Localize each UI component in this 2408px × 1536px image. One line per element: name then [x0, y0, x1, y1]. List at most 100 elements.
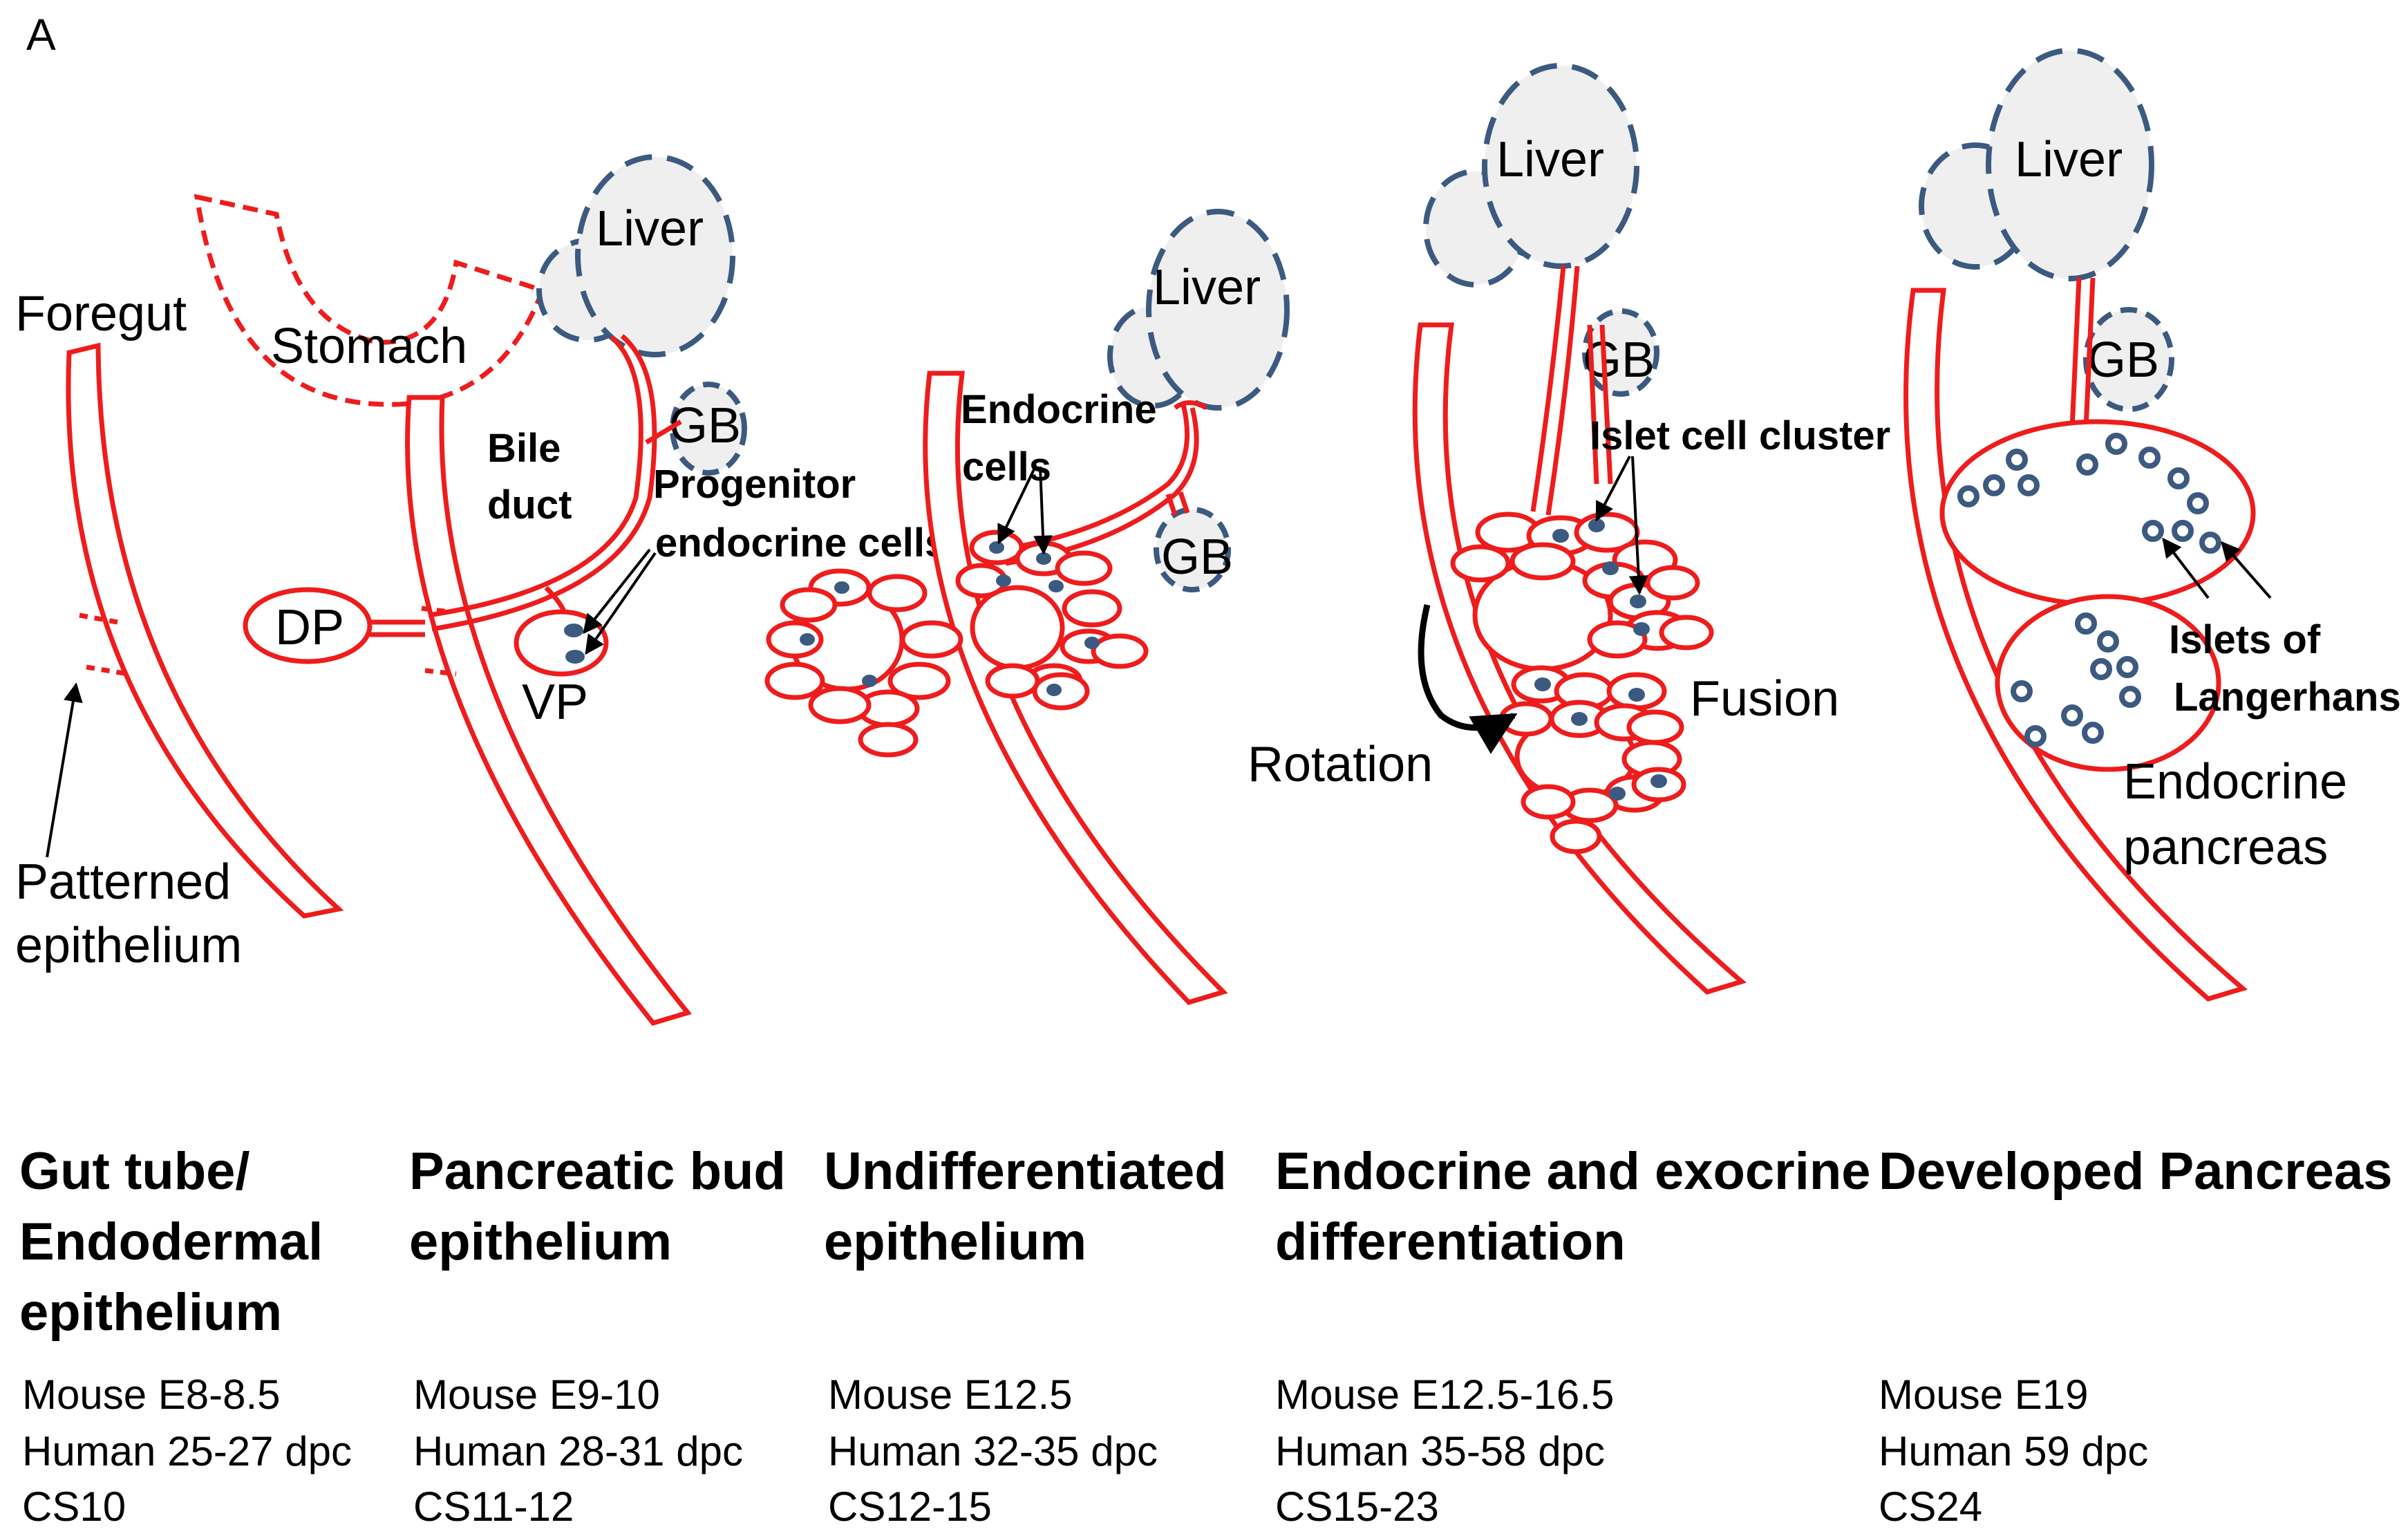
progenitor-label-line2: endocrine cells: [655, 521, 947, 565]
stage-title-line: Endodermal: [19, 1212, 323, 1271]
bile-duct-gb-branch: [645, 419, 682, 445]
liver-label: Liver: [2015, 132, 2123, 187]
stage-title-line: Gut tube/: [19, 1142, 250, 1201]
stage-info-human: Human 32-35 dpc: [828, 1428, 1158, 1474]
gallbladder: [2083, 307, 2174, 412]
stage-5-developed-pancreas-diagram: Liver GB: [1903, 48, 2401, 1002]
stage-title-line: Developed Pancreas: [1879, 1142, 2393, 1201]
dp-stalk: [370, 619, 425, 637]
endocrine-pancreas-body: [1939, 419, 2256, 607]
gb-label: GB: [1161, 530, 1233, 585]
liver-stalk-knot: [1173, 400, 1207, 411]
stomach-outline: [194, 194, 546, 407]
progenitor-cell: [565, 650, 585, 664]
gallbladder: [1154, 507, 1231, 592]
stage-title-line: Undifferentiated: [824, 1142, 1227, 1201]
liver-label: Liver: [1496, 132, 1604, 187]
patterned-label-line2: epithelium: [15, 918, 242, 973]
patterned-label-line1: Patterned: [15, 854, 231, 910]
stage-info-mouse: Mouse E12.5: [828, 1371, 1073, 1418]
stage-3-undifferentiated-diagram: Liver GB: [764, 209, 1290, 1005]
stage-info-human: Human 25-27 dpc: [22, 1428, 352, 1474]
stage-info-cs: CS15-23: [1275, 1483, 1439, 1530]
dorsal-bud-cluster: [764, 568, 963, 758]
gb-label: GB: [669, 398, 741, 453]
fusion-label: Fusion: [1690, 671, 1839, 727]
bile-duct: [431, 334, 657, 632]
ventral-pancreas-cluster: [1498, 665, 1686, 854]
stage-info-human: Human 28-31 dpc: [413, 1428, 743, 1474]
progenitor-cell: [564, 624, 583, 637]
islet-cluster-arrow: [1628, 456, 1648, 595]
endocrine-cells-arrow: [997, 466, 1037, 545]
liver-label: Liver: [1153, 260, 1261, 315]
bile-duct: [2083, 277, 2096, 429]
patterned-region-mark: [79, 612, 118, 625]
stage-info-cs: CS24: [1879, 1483, 1982, 1530]
stage-caption-1: Gut tube/ Endodermal epithelium Mouse E8…: [19, 1142, 352, 1530]
progenitor-label-line1: Progenitor: [653, 462, 856, 507]
endocrine-cells-label-line2: cells: [962, 444, 1051, 489]
stage-title-line: epithelium: [409, 1212, 672, 1271]
stage-info-cs: CS10: [22, 1483, 126, 1530]
stage-title-line: differentiation: [1275, 1212, 1626, 1271]
stage-info-mouse: Mouse E9-10: [413, 1371, 660, 1418]
stage-title-line: epithelium: [19, 1283, 282, 1342]
progenitor-arrow: [583, 548, 651, 635]
liver-lobe-large: [1986, 48, 2154, 281]
dorsal-pancreas-cluster: [1450, 512, 1714, 672]
stage-info-human: Human 35-58 dpc: [1275, 1428, 1605, 1474]
dp-label: DP: [275, 600, 344, 655]
stage-4-differentiation-diagram: Liver GB: [1248, 63, 1890, 995]
bile-duct-label-line1: Bile: [487, 426, 561, 471]
endocrine-cells-arrow: [1033, 466, 1053, 555]
islets-arrow: [2221, 541, 2272, 599]
gb-duct: [1587, 324, 1613, 485]
foregut-label: Foregut: [15, 286, 187, 341]
bud-junction-mark: [424, 668, 457, 677]
patterned-region-mark: [86, 664, 129, 677]
stage-info-mouse: Mouse E8-8.5: [22, 1371, 281, 1418]
stage-caption-3: Undifferentiated epithelium Mouse E12.5 …: [824, 1142, 1227, 1530]
stage-info-cs: CS11-12: [413, 1483, 574, 1530]
panel-label: A: [26, 10, 56, 59]
bile-duct: [428, 335, 643, 618]
vp-label: VP: [522, 675, 588, 730]
foregut-tube: [66, 342, 344, 919]
stage-2-pancreatic-bud-diagram: Stomach Liver GB Bile duct DP VP Progeni…: [194, 154, 947, 1027]
stage-caption-2: Pancreatic bud epithelium Mouse E9-10 Hu…: [409, 1142, 786, 1530]
bile-duct: [1530, 265, 1566, 512]
gut-tube: [405, 395, 692, 1027]
bile-duct: [1001, 404, 1190, 552]
islet-cell-cluster-label: Islet cell cluster: [1590, 413, 1890, 458]
gut-tube: [1412, 322, 1747, 995]
liver-label: Liver: [596, 201, 704, 256]
liver-lobe-large: [1482, 63, 1639, 269]
stage-title-line: Endocrine and exocrine: [1275, 1142, 1871, 1201]
islets-label-line2: Langerhans: [2174, 675, 2401, 720]
liver-lobe-large: [1146, 209, 1290, 411]
liver-lobe-large: [575, 154, 735, 357]
stage-info-mouse: Mouse E19: [1879, 1371, 2089, 1418]
stage-info-cs: CS12-15: [828, 1483, 992, 1530]
stage-1-gut-tube-diagram: Foregut Patterned epithelium: [15, 286, 344, 973]
stage-info-human: Human 59 dpc: [1879, 1428, 2148, 1474]
rotation-label: Rotation: [1248, 737, 1433, 792]
gb-label: GB: [2087, 333, 2159, 388]
bile-duct: [2069, 277, 2082, 429]
endocrine-pancreas-head: [1995, 594, 2221, 772]
stage-info-mouse: Mouse E12.5-16.5: [1275, 1371, 1614, 1418]
bile-duct: [1545, 265, 1580, 516]
gut-tube: [923, 371, 1228, 1005]
gb-label: GB: [1583, 333, 1655, 388]
stage-caption-4: Endocrine and exocrine differentiation M…: [1275, 1142, 1871, 1530]
stage-title-line: Pancreatic bud: [409, 1142, 786, 1201]
stage-title-line: epithelium: [824, 1212, 1087, 1271]
islet-cluster-arrow: [1595, 456, 1631, 522]
bile-duct-label-line2: duct: [487, 483, 572, 527]
islets-label-line1: Islets of: [2169, 617, 2321, 662]
stomach-label: Stomach: [271, 319, 467, 374]
rotation-arrow: [1418, 603, 1518, 754]
dorsal-pancreatic-bud: [243, 587, 373, 664]
